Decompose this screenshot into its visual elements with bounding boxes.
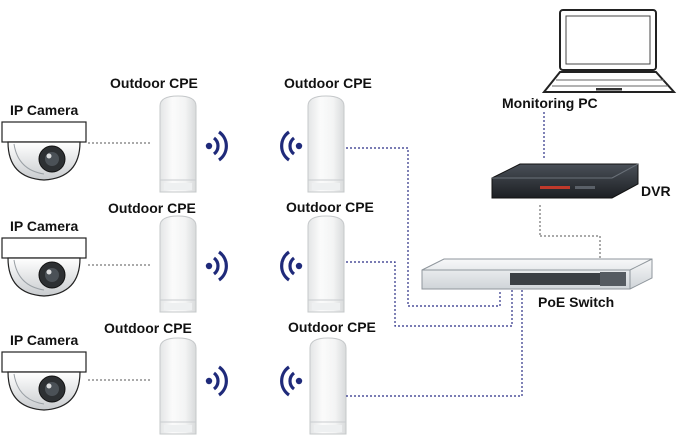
ip-camera-label-1: IP Camera (10, 102, 78, 118)
outdoor-cpe-label-1b: Outdoor CPE (284, 75, 372, 91)
outdoor-cpe-icon (159, 95, 197, 193)
outdoor-cpe-label-1a: Outdoor CPE (110, 75, 198, 91)
wireless-signal-icon (204, 250, 228, 282)
cpe-switch-link-2 (346, 261, 513, 327)
cpe-switch-link-1 (346, 147, 501, 307)
wireless-signal-icon (280, 365, 304, 397)
cpe-switch-link-3 (346, 290, 523, 397)
ip-camera-icon (1, 351, 87, 411)
dvr-label: DVR (641, 183, 671, 199)
dvr-icon (491, 163, 639, 199)
outdoor-cpe-label-3b: Outdoor CPE (288, 319, 376, 335)
poe-switch-label: PoE Switch (538, 294, 614, 310)
row-2: IP Camera Outdoor CPE Outdoor CPE (1, 199, 374, 313)
laptop-icon (541, 9, 677, 93)
row-3: IP Camera Outdoor CPE Outdoor CPE (1, 319, 376, 435)
outdoor-cpe-label-3a: Outdoor CPE (104, 320, 192, 336)
ip-camera-icon (1, 237, 87, 297)
row-1: IP Camera Outdoor CPE Outdoor CPE (1, 75, 372, 193)
ip-camera-label-3: IP Camera (10, 332, 78, 348)
outdoor-cpe-icon (307, 215, 345, 313)
wireless-signal-icon (204, 130, 228, 162)
outdoor-cpe-label-2b: Outdoor CPE (286, 199, 374, 215)
poe-switch: PoE Switch (421, 258, 653, 310)
wireless-signal-icon (280, 130, 304, 162)
outdoor-cpe-icon (159, 337, 197, 435)
switch-icon (510, 272, 626, 286)
wireless-signal-icon (204, 365, 228, 397)
monitoring-pc: Monitoring PC (502, 9, 677, 111)
outdoor-cpe-icon (307, 95, 345, 193)
ip-camera-icon (1, 121, 87, 181)
outdoor-cpe-icon (309, 337, 347, 435)
ip-camera-label-2: IP Camera (10, 218, 78, 234)
wireless-signal-icon (280, 250, 304, 282)
outdoor-cpe-icon (159, 215, 197, 313)
dvr-switch-link-b (540, 235, 601, 259)
outdoor-cpe-label-2a: Outdoor CPE (108, 200, 196, 216)
monitoring-pc-label: Monitoring PC (502, 95, 598, 111)
dvr: DVR (491, 163, 671, 199)
